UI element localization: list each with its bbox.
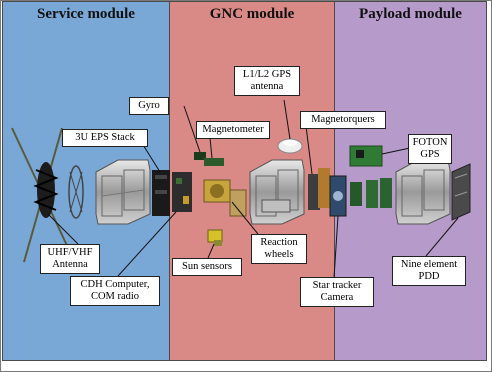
sun-sensors-part xyxy=(207,229,223,246)
star-tracker-part xyxy=(329,175,347,217)
service-structure-part xyxy=(95,159,151,225)
magnetorquers-label: Magnetorquers xyxy=(300,111,386,129)
gps-antenna-label-line2: antenna xyxy=(250,81,284,92)
foton-leader xyxy=(381,147,411,155)
cdh-com-part xyxy=(172,172,192,212)
gnc-module-title: GNC module xyxy=(209,6,295,22)
payload-module-title: Payload module xyxy=(359,6,462,22)
cdh-leader xyxy=(117,211,177,277)
foton-gps-label: FOTON GPS xyxy=(408,134,452,164)
magnetometer-label: Magnetometer xyxy=(196,121,270,139)
magnetorquers-leader xyxy=(305,125,313,175)
pdd-leader xyxy=(425,217,459,257)
star-tracker-leader xyxy=(333,215,339,279)
gps-antenna-part xyxy=(277,138,303,154)
pdd-label: Nine element PDD xyxy=(392,256,466,286)
cdh-com-label: CDH Computer, COM radio xyxy=(70,276,160,306)
gyro-label: Gyro xyxy=(129,97,169,115)
pdd-label-line1: Nine element xyxy=(400,259,458,270)
eps-stack-label: 3U EPS Stack xyxy=(62,129,148,147)
uhf-vhf-label-line1: UHF/VHF xyxy=(47,247,93,258)
foton-gps-label-line1: FOTON xyxy=(412,137,448,148)
service-module-title: Service module xyxy=(37,6,135,22)
gps-antenna-leader xyxy=(283,99,291,140)
payload-boards-part xyxy=(350,178,392,208)
eps-stack-part xyxy=(152,170,170,216)
gnc-structure-part xyxy=(249,159,305,225)
reaction-wheels-label-line2: wheels xyxy=(264,249,294,260)
foton-gps-label-line2: GPS xyxy=(420,149,440,160)
magnetometer-leader xyxy=(209,137,213,159)
uhf-vhf-antenna-label: UHF/VHF Antenna xyxy=(40,244,100,274)
star-tracker-label: Star tracker Camera xyxy=(300,277,374,307)
gyro-part xyxy=(194,152,206,160)
magnetometer-part xyxy=(204,158,224,166)
sun-sensors-label: Sun sensors xyxy=(172,258,242,276)
pdd-part xyxy=(451,163,471,221)
reaction-leader xyxy=(231,201,259,235)
cdh-com-label-line2: COM radio xyxy=(90,291,140,302)
star-tracker-label-line2: Camera xyxy=(320,292,354,303)
cdh-com-label-line1: CDH Computer, xyxy=(80,279,150,290)
reaction-wheels-label-line1: Reaction xyxy=(260,237,298,248)
magnetorquers-part xyxy=(308,168,330,210)
deployer-part xyxy=(68,165,84,219)
gps-antenna-label-line1: L1/L2 GPS xyxy=(242,69,292,80)
foton-gps-part xyxy=(349,145,383,167)
sun-sensors-leader xyxy=(207,243,215,259)
gyro-leader xyxy=(183,105,201,153)
uhf-vhf-antenna-part xyxy=(11,127,71,263)
payload-structure-part xyxy=(395,159,451,225)
gps-antenna-label: L1/L2 GPS antenna xyxy=(234,66,300,96)
pdd-label-line2: PDD xyxy=(418,271,440,282)
star-tracker-label-line1: Star tracker xyxy=(312,280,362,291)
reaction-wheels-part xyxy=(203,179,247,217)
uhf-leader xyxy=(47,213,79,245)
leader-lines xyxy=(47,99,459,279)
uhf-vhf-label-line2: Antenna xyxy=(52,259,88,270)
reaction-wheels-label: Reaction wheels xyxy=(251,234,307,264)
